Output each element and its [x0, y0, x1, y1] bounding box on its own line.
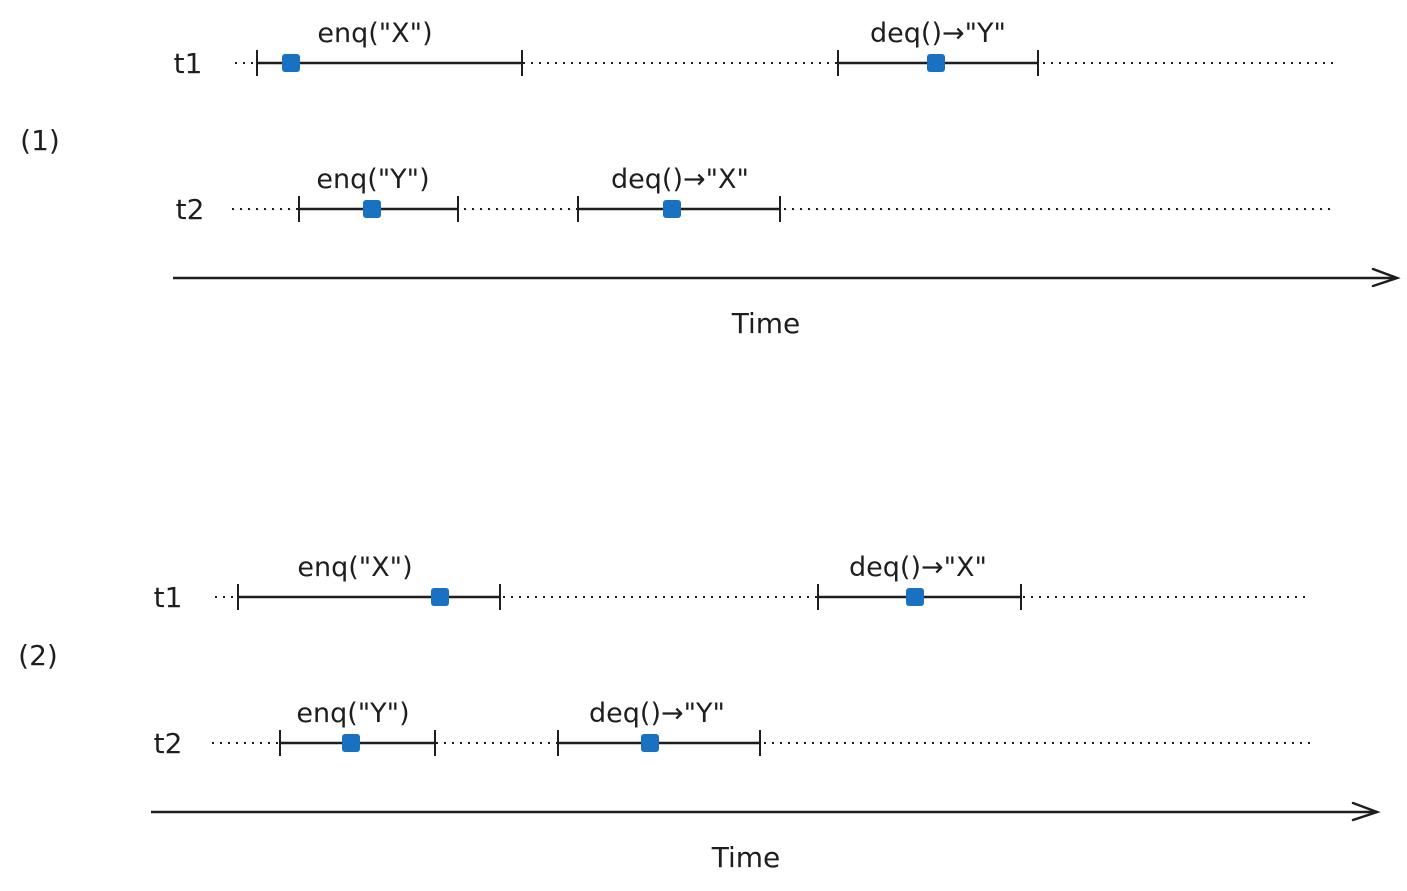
- operation-label: deq()→"X": [849, 552, 987, 583]
- arrowhead-icon: [1351, 801, 1381, 822]
- operation-interval: enq("X"): [237, 552, 501, 610]
- thread-label: t2: [154, 727, 183, 760]
- diagram-label: (1): [20, 124, 60, 157]
- operation-label: enq("Y"): [296, 698, 409, 729]
- thread-timeline: t2 enq("Y") deq()→"Y": [154, 698, 1310, 760]
- operation-interval: enq("X"): [256, 18, 523, 76]
- operation-label: enq("X"): [297, 552, 412, 583]
- linearization-point: [663, 200, 681, 218]
- diagram-1: (1) t1 enq("X") deq()→"Y" t2 enq("Y") deq()→"X…: [20, 18, 1401, 340]
- operation-label: enq("Y"): [316, 164, 429, 195]
- operation-label: deq()→"Y": [589, 698, 725, 729]
- linearization-point: [342, 734, 360, 752]
- linearization-point: [927, 54, 945, 72]
- operation-label: deq()→"X": [611, 164, 749, 195]
- operation-interval: enq("Y"): [298, 164, 459, 222]
- arrowhead-icon: [1371, 267, 1401, 288]
- operation-interval: deq()→"X": [817, 552, 1022, 610]
- linearization-point: [906, 588, 924, 606]
- thread-label: t1: [154, 581, 183, 614]
- operation-interval: deq()→"Y": [837, 18, 1039, 76]
- linearization-point: [282, 54, 300, 72]
- linearization-point: [641, 734, 659, 752]
- operation-interval: deq()→"X": [577, 164, 781, 222]
- thread-label: t2: [176, 193, 205, 226]
- thread-label: t1: [174, 47, 203, 80]
- operation-label: enq("X"): [317, 18, 432, 49]
- time-axis-label: Time: [711, 841, 781, 874]
- operation-interval: deq()→"Y": [557, 698, 761, 756]
- diagram-2: (2) t1 enq("X") deq()→"X" t2 enq("Y") deq()→"Y…: [18, 552, 1381, 874]
- linearization-point: [363, 200, 381, 218]
- diagram-label: (2): [18, 639, 58, 672]
- linearization-point: [431, 588, 449, 606]
- operation-interval: enq("Y"): [279, 698, 436, 756]
- thread-timeline: t2 enq("Y") deq()→"X": [176, 164, 1330, 226]
- time-axis-label: Time: [731, 307, 801, 340]
- thread-timeline: t1 enq("X") deq()→"X": [154, 552, 1311, 614]
- thread-timeline: t1 enq("X") deq()→"Y": [174, 18, 1333, 80]
- operation-label: deq()→"Y": [870, 18, 1006, 49]
